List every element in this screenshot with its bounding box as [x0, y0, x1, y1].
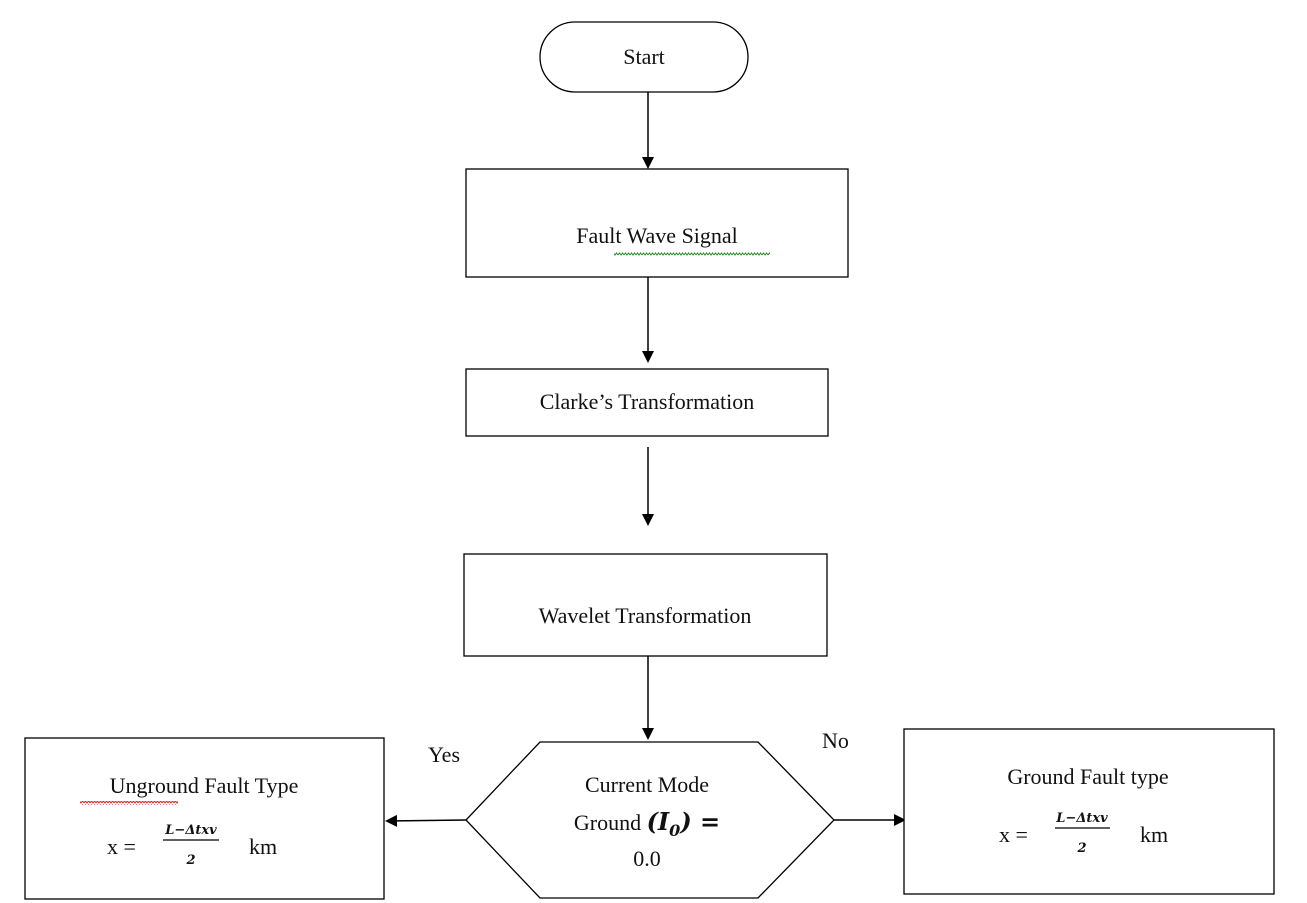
fault-wave-label: Fault Wave Signal [576, 223, 738, 248]
start-node: Start [539, 21, 749, 93]
fault-wave-label-part2: Wave Signal [627, 223, 738, 248]
spelling-squiggle [80, 801, 178, 805]
ground-formula-prefix: x = [999, 822, 1028, 847]
start-label: Start [623, 44, 665, 69]
ground-fault-title: Ground Fault type [1007, 764, 1168, 789]
fault-wave-node: Fault Wave Signal [465, 168, 849, 278]
fault-wave-box [465, 168, 849, 278]
wavelet-box [463, 553, 828, 657]
clarke-box [465, 368, 829, 437]
clarke-label: Clarke’s Transformation [540, 389, 755, 414]
unground-formula-denominator: 2 [185, 853, 195, 868]
unground-formula-unit: km [249, 834, 277, 859]
yes-label: Yes [428, 742, 460, 767]
ground-fault-box [903, 728, 1275, 895]
arrow-decision-yes [385, 814, 467, 827]
ground-formula-numerator: L−Δtxv [1055, 811, 1108, 826]
start-shape [539, 21, 749, 93]
unground-formula-numerator: L−Δtxv [164, 823, 217, 838]
unground-fault-box [24, 737, 385, 900]
unground-fault-node: Unground Fault Type x = L−Δtxv 2 km [24, 737, 385, 900]
wavelet-node: Wavelet Transformation [463, 553, 828, 657]
decision-line3: 0.0 [633, 846, 661, 871]
clarke-node: Clarke’s Transformation [465, 368, 829, 437]
decision-line2-sub: 0 [669, 821, 680, 840]
no-label: No [822, 728, 849, 753]
ground-fault-node: Ground Fault type x = L−Δtxv 2 km [903, 728, 1275, 895]
wavelet-label: Wavelet Transformation [539, 603, 752, 628]
decision-line2-text: Ground [574, 810, 647, 835]
decision-line1: Current Mode [585, 772, 709, 797]
fault-wave-label-part1: Fault [576, 223, 626, 248]
grammar-squiggle [614, 252, 770, 256]
decision-line2-math: (I [647, 807, 670, 836]
ground-formula-unit: km [1140, 822, 1168, 847]
unground-formula-prefix: x = [107, 834, 136, 859]
ground-formula-denominator: 2 [1076, 841, 1086, 856]
decision-line2: Ground (I0) = [574, 807, 720, 840]
decision-line2-math-end: ) = [679, 807, 720, 836]
unground-title-rest: Fault Type [199, 773, 299, 798]
unground-word: Unground [110, 773, 199, 798]
unground-fault-title: Unground Fault Type [110, 773, 299, 798]
decision-node: Current Mode Ground (I0) = 0.0 [465, 741, 835, 899]
